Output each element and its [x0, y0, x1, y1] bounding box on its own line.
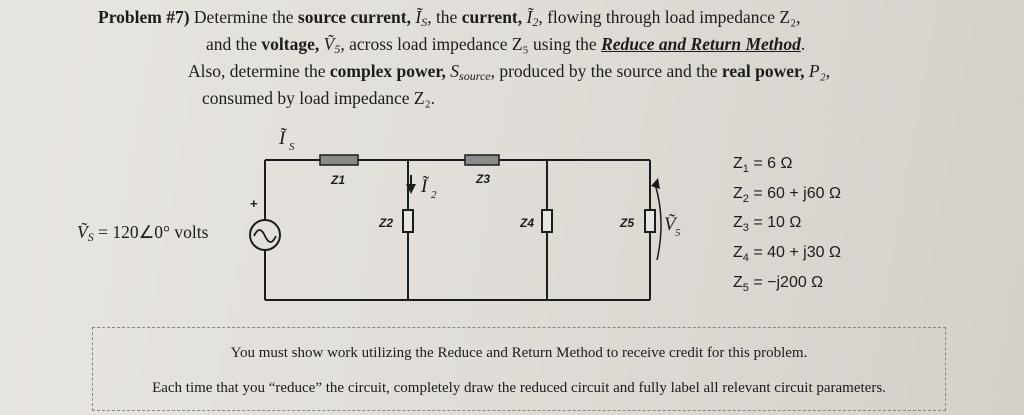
impedance-z4: Z4 = 40 + j30 Ω [733, 241, 841, 271]
is-subscript: S [421, 15, 428, 29]
i2-label-sub: 2 [431, 189, 437, 201]
text: and the [206, 34, 258, 54]
z5-label: Z5 [619, 216, 634, 230]
instruction-line-2: Each time that you “reduce” the circuit,… [152, 380, 886, 396]
text: consumed by load impedance Z₂. [202, 88, 436, 108]
z-sub: 1 [742, 163, 749, 176]
p2-symbol: P₂, [808, 61, 831, 81]
i2-symbol: Ĩ [526, 7, 533, 27]
z-value: = −j200 Ω [748, 273, 824, 291]
text: . [800, 34, 806, 54]
z4-resistor [541, 209, 553, 233]
impedance-z5: Z5 = −j200 Ω [733, 271, 841, 301]
instruction-line-1: You must show work utilizing the Reduce … [230, 345, 808, 361]
problem-line-3: Also, determine the complex power, Ssour… [188, 60, 1024, 87]
z-value: = 40 + j30 Ω [748, 244, 841, 262]
source-voltage-label: ṼS = 120∠0° volts [77, 222, 208, 245]
i2-arrowhead-icon [406, 184, 416, 194]
ac-source-circle [249, 219, 281, 251]
is-label-sub: S [289, 141, 295, 153]
z-name: Z [733, 184, 743, 202]
z3-resistor [464, 154, 500, 166]
v5-symbol: Ṽ [323, 34, 335, 54]
s-source-symbol: S [450, 61, 460, 81]
text: , across load impedance Z₅ using the [340, 34, 597, 54]
z-value: = 6 Ω [748, 155, 793, 172]
z-value: = 60 + j60 Ω [748, 184, 841, 202]
circuit-diagram: Ĩ S Z1 Z3 Z2 Z4 Z5 Ĩ 2 Ṽ 5 + [249, 128, 681, 301]
current-term: current, [461, 7, 523, 27]
plus-sign: + [250, 196, 258, 211]
s-source-subscript: source [459, 69, 491, 83]
z-name: Z [733, 244, 743, 262]
voltage-term: voltage, [261, 34, 320, 54]
v5-label: Ṽ [664, 214, 678, 235]
vs-subscript: S [87, 230, 94, 244]
v5-subscript: 5 [334, 42, 341, 56]
z3-label: Z3 [475, 172, 490, 186]
z1-label: Z1 [330, 173, 345, 187]
text: Determine the [193, 7, 294, 27]
impedance-z2: Z2 = 60 + j60 Ω [733, 182, 841, 212]
v5-label-sub: 5 [675, 227, 681, 239]
vs-symbol: Ṽ [77, 222, 88, 242]
is-label: Ĩ [278, 128, 288, 149]
z-sub: 2 [742, 192, 749, 205]
real-power-term: real power, [721, 61, 805, 81]
source-current-term: source current, [297, 7, 411, 27]
z2-label: Z2 [378, 216, 393, 230]
z5-resistor [644, 209, 656, 233]
v5-arrowhead-icon [651, 178, 660, 189]
problem-line-4: consumed by load impedance Z₂. [202, 87, 1024, 109]
text: , the [427, 7, 458, 27]
z-name: Z [733, 273, 743, 291]
problem-line-2: and the voltage, Ṽ5, across load impedan… [206, 33, 1024, 60]
ac-sine-icon [253, 229, 277, 243]
z2-resistor [402, 209, 414, 233]
impedance-z3: Z3 = 10 Ω [733, 211, 841, 241]
vs-value: = 120∠0° volts [93, 222, 209, 242]
text: Also, determine the [188, 61, 326, 81]
problem-number: Problem #7) [98, 7, 190, 27]
impedance-list: Z1 = 6 Ω Z2 = 60 + j60 Ω Z3 = 10 Ω Z4 = … [733, 152, 841, 300]
z-sub: 4 [742, 252, 749, 265]
problem-line-1: Problem #7) Determine the source current… [98, 6, 998, 33]
v5-bracket [654, 183, 662, 261]
z-value: = 10 Ω [748, 214, 802, 232]
z-name: Z [733, 214, 743, 232]
method-name: Reduce and Return Method [601, 34, 801, 54]
problem-statement: Problem #7) Determine the source current… [98, 6, 998, 109]
z-name: Z [733, 155, 743, 172]
instructions-box: You must show work utilizing the Reduce … [92, 327, 946, 411]
text: , produced by the source and the [490, 61, 718, 81]
z4-label: Z4 [519, 216, 534, 230]
complex-power-term: complex power, [329, 61, 446, 81]
z-sub: 5 [742, 281, 749, 294]
impedance-z1: Z1 = 6 Ω [733, 152, 841, 182]
is-symbol: Ĩ [415, 7, 422, 27]
z-sub: 3 [742, 222, 749, 235]
text: , flowing through load impedance Z₂, [538, 7, 801, 27]
i2-label: Ĩ [420, 176, 430, 197]
i2-subscript: 2 [532, 15, 539, 29]
z1-resistor [319, 154, 359, 166]
